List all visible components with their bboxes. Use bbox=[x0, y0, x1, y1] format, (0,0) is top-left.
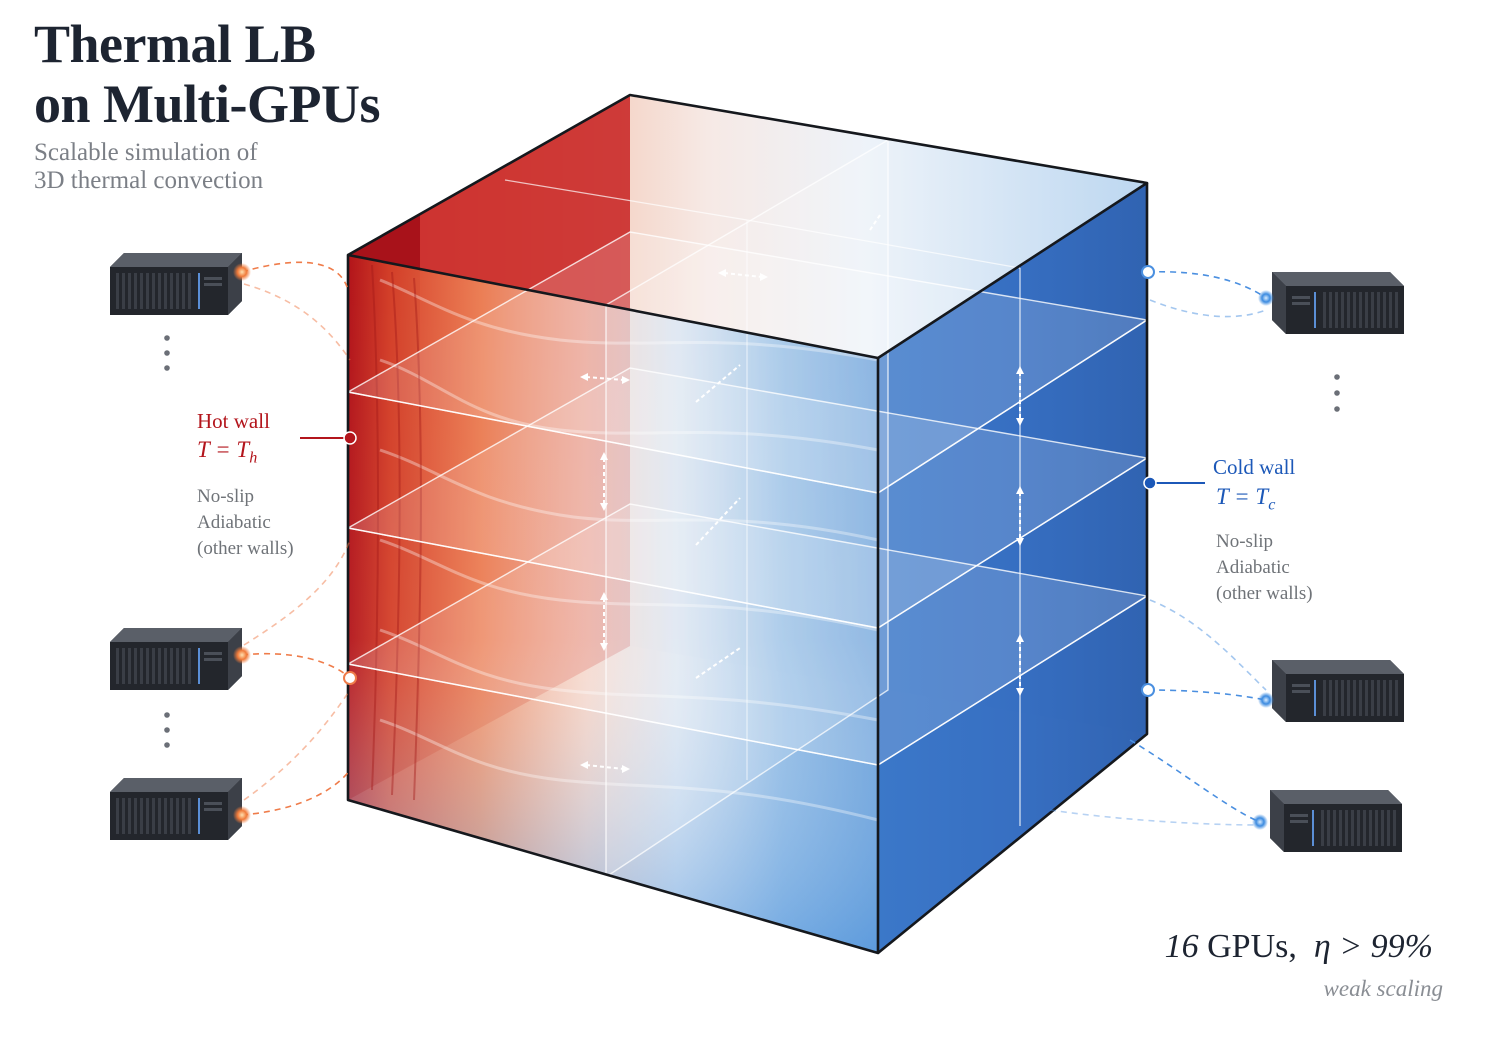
subtitle-line-2: 3D thermal convection bbox=[34, 167, 264, 194]
hot-note-noslip: No-slip bbox=[197, 486, 254, 507]
hot-wall-equation: T = Th bbox=[197, 437, 257, 468]
vertical-ellipsis-icon bbox=[164, 335, 170, 748]
vertical-ellipsis-icon bbox=[1334, 374, 1340, 412]
hot-note-other-walls: (other walls) bbox=[197, 538, 294, 559]
hot-note-adiabatic: Adiabatic bbox=[197, 512, 271, 533]
scaling-stat: 16 GPUs, η > 99% bbox=[1165, 928, 1433, 966]
cold-wall-label: Cold wall bbox=[1213, 455, 1296, 479]
subtitle-line-1: Scalable simulation of bbox=[34, 139, 258, 166]
cold-note-other-walls: (other walls) bbox=[1216, 583, 1313, 604]
page-title: Thermal LB on Multi-GPUs bbox=[34, 14, 381, 134]
scaling-note: weak scaling bbox=[1323, 976, 1443, 1001]
title-line-1: Thermal LB bbox=[34, 14, 316, 74]
hot-wall-notes: No-slip Adiabatic (other walls) bbox=[197, 484, 294, 562]
cold-wall-eq-lhs: T = T bbox=[1216, 484, 1269, 509]
cold-note-adiabatic: Adiabatic bbox=[1216, 557, 1290, 578]
efficiency: η > 99% bbox=[1313, 928, 1433, 965]
hot-wall-label: Hot wall bbox=[197, 409, 270, 433]
cold-note-noslip: No-slip bbox=[1216, 531, 1273, 552]
hot-wall-eq-sub: h bbox=[249, 449, 258, 467]
gpu-count: 16 bbox=[1164, 928, 1199, 965]
subtitle: Scalable simulation of 3D thermal convec… bbox=[34, 139, 263, 195]
cold-wall-notes: No-slip Adiabatic (other walls) bbox=[1216, 529, 1313, 607]
gpu-label: GPUs, bbox=[1207, 928, 1297, 965]
cold-wall-equation: T = Tc bbox=[1216, 484, 1275, 515]
title-line-2: on Multi-GPUs bbox=[34, 74, 381, 134]
halo-exchange-arrow-icon bbox=[585, 214, 1021, 770]
hot-wall-eq-lhs: T = T bbox=[197, 437, 250, 462]
cold-wall-eq-sub: c bbox=[1268, 496, 1276, 514]
